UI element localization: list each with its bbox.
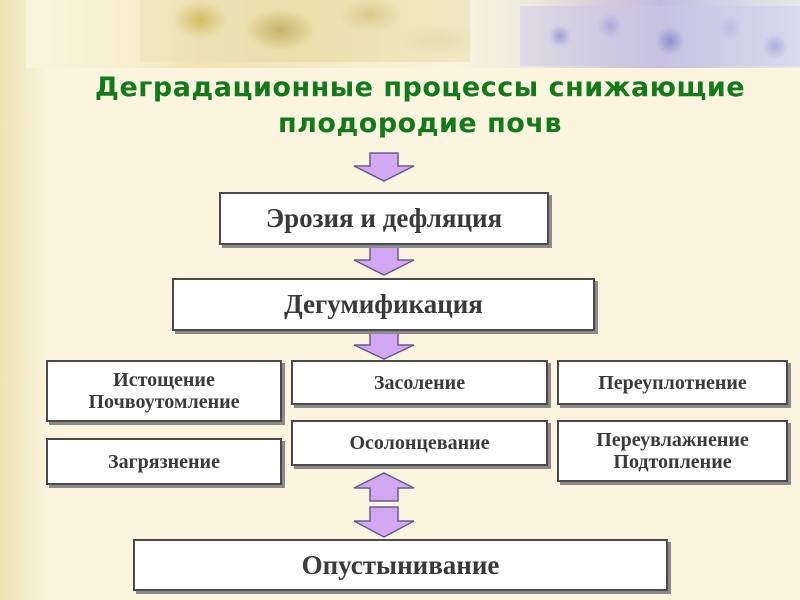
box-erosion: Эрозия и дефляция — [219, 192, 549, 245]
box-solonetzization: Осолонцевание — [291, 420, 548, 466]
box-pollution: Загрязнение — [46, 438, 282, 485]
background-leaves-photo — [140, 0, 470, 62]
box-salinization: Засоление — [291, 360, 548, 405]
box-overcompaction: Переуплотнение — [557, 360, 788, 405]
background-flowers-photo — [520, 6, 800, 66]
arrow-down-1 — [353, 152, 415, 182]
box-desertification: Опустынивание — [133, 539, 668, 591]
box-depletion: Истощение Почвоутомление — [46, 360, 282, 422]
arrow-down-2 — [353, 246, 415, 276]
box-depletion-text: Истощение Почвоутомление — [88, 369, 240, 413]
arrow-down-3 — [353, 332, 415, 360]
box-dehumification: Дегумификация — [172, 278, 595, 331]
slide-title: Деградационные процессы снижающие плодор… — [94, 72, 746, 139]
arrow-up — [353, 472, 415, 502]
box-waterlogging-text: Переувлажнение Подтопление — [596, 429, 749, 473]
box-waterlogging: Переувлажнение Подтопление — [557, 420, 788, 482]
background-left-strip — [0, 0, 46, 600]
arrow-down-4 — [353, 506, 415, 538]
